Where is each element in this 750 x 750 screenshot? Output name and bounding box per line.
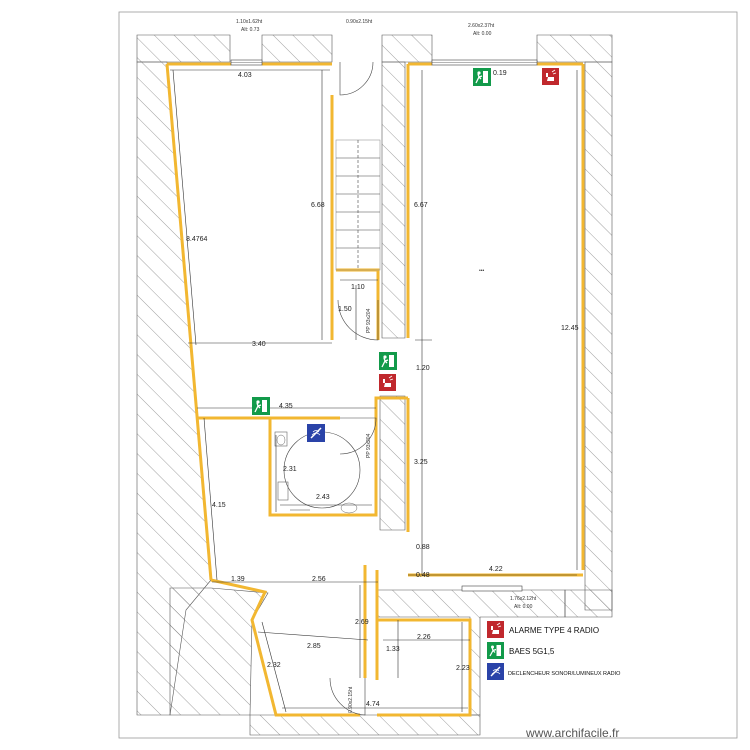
dim-label: 4.15 [212, 502, 226, 509]
wc-fixtures [274, 431, 358, 514]
exit-sign-icon [473, 68, 491, 86]
exit-sign-icon [252, 397, 270, 415]
dim-label: 12.45 [561, 325, 579, 332]
dim-label: 2.23 [456, 665, 470, 672]
window-top-left-alt: Alt: 0.73 [241, 27, 260, 33]
dim-label: 2.85 [307, 643, 321, 650]
exterior-walls [136, 34, 613, 736]
dim-label: 1.50 [338, 306, 352, 313]
sound-light-trigger-icon [307, 424, 325, 442]
dim-label: 2.32 [267, 662, 281, 669]
dim-label: 2.31 [283, 466, 297, 473]
page-frame [118, 11, 738, 739]
doors [283, 61, 379, 716]
door-pp-upper-label: PP 93x204 [366, 308, 372, 333]
interior-walls [165, 62, 585, 717]
door-bottom-label: 0.90x2.15ht [348, 686, 354, 713]
legend-baes-label: BAES 5G1,5 [509, 647, 555, 656]
legend-alarm-label: ALARME TYPE 4 RADIO [509, 626, 599, 635]
legend: ALARME TYPE 4 RADIO BAES 5G1,5 DECLENCHE… [487, 621, 621, 680]
dim-label: 0.19 [493, 70, 507, 77]
window-bottom-right-alt: Alt: 0.00 [514, 604, 533, 610]
dim-label: 3.40 [252, 341, 266, 348]
dim-label: 1.39 [231, 576, 245, 583]
dim-label: 0.48 [416, 572, 430, 579]
dim-label: 2.43 [316, 494, 330, 501]
staircase [335, 139, 381, 271]
dimension-labels: 4.03 6.68 8.4764 1.10 1.50 3.40 0.19 6.6… [186, 70, 579, 708]
dimension-lines [170, 69, 578, 713]
alarm-button-icon [379, 374, 396, 391]
dim-label: 1.20 [416, 365, 430, 372]
door-top-label: 0.90x2.15ht [346, 19, 373, 25]
dim-label: 8.4764 [186, 236, 208, 243]
door-pp-wc-label: PP 93x204 [366, 433, 372, 458]
dim-label: 4.35 [279, 403, 293, 410]
opening-labels: 1.10x1.62ht Alt: 0.73 0.90x2.15ht 2.60x2… [236, 19, 537, 713]
legend-declencheur-label: DECLENCHEUR SONOR/LUMINEUX RADIO [508, 671, 621, 677]
dim-label: 4.74 [366, 701, 380, 708]
exit-sign-icon [487, 642, 504, 659]
dim-label: 1.10 [351, 284, 365, 291]
sound-light-trigger-icon [487, 663, 504, 680]
windows [230, 59, 538, 592]
window-top-left-label: 1.10x1.62ht [236, 19, 263, 25]
dim-label: 4.22 [489, 566, 503, 573]
alarm-button-icon [487, 621, 504, 638]
watermark: www.archifacile.fr [525, 726, 619, 740]
dim-label: 3.25 [414, 459, 428, 466]
window-top-right-alt: Alt: 0.00 [473, 31, 492, 37]
dim-label: 2.26 [417, 634, 431, 641]
dim-label: 2.56 [312, 576, 326, 583]
window-bottom-right-label: 1.76x2.12ht [510, 596, 537, 602]
exit-sign-icon [379, 352, 397, 370]
dim-label: 1.33 [386, 646, 400, 653]
window-top-right-label: 2.60x2.37ht [468, 23, 495, 29]
dim-label: 6.68 [311, 202, 325, 209]
alarm-button-icon [542, 68, 559, 85]
dim-label: 4.03 [238, 72, 252, 79]
dim-label: 2.69 [355, 619, 369, 626]
center-mark: ••• [479, 268, 485, 274]
dim-label: 0.88 [416, 544, 430, 551]
dim-label: 6.67 [414, 202, 428, 209]
